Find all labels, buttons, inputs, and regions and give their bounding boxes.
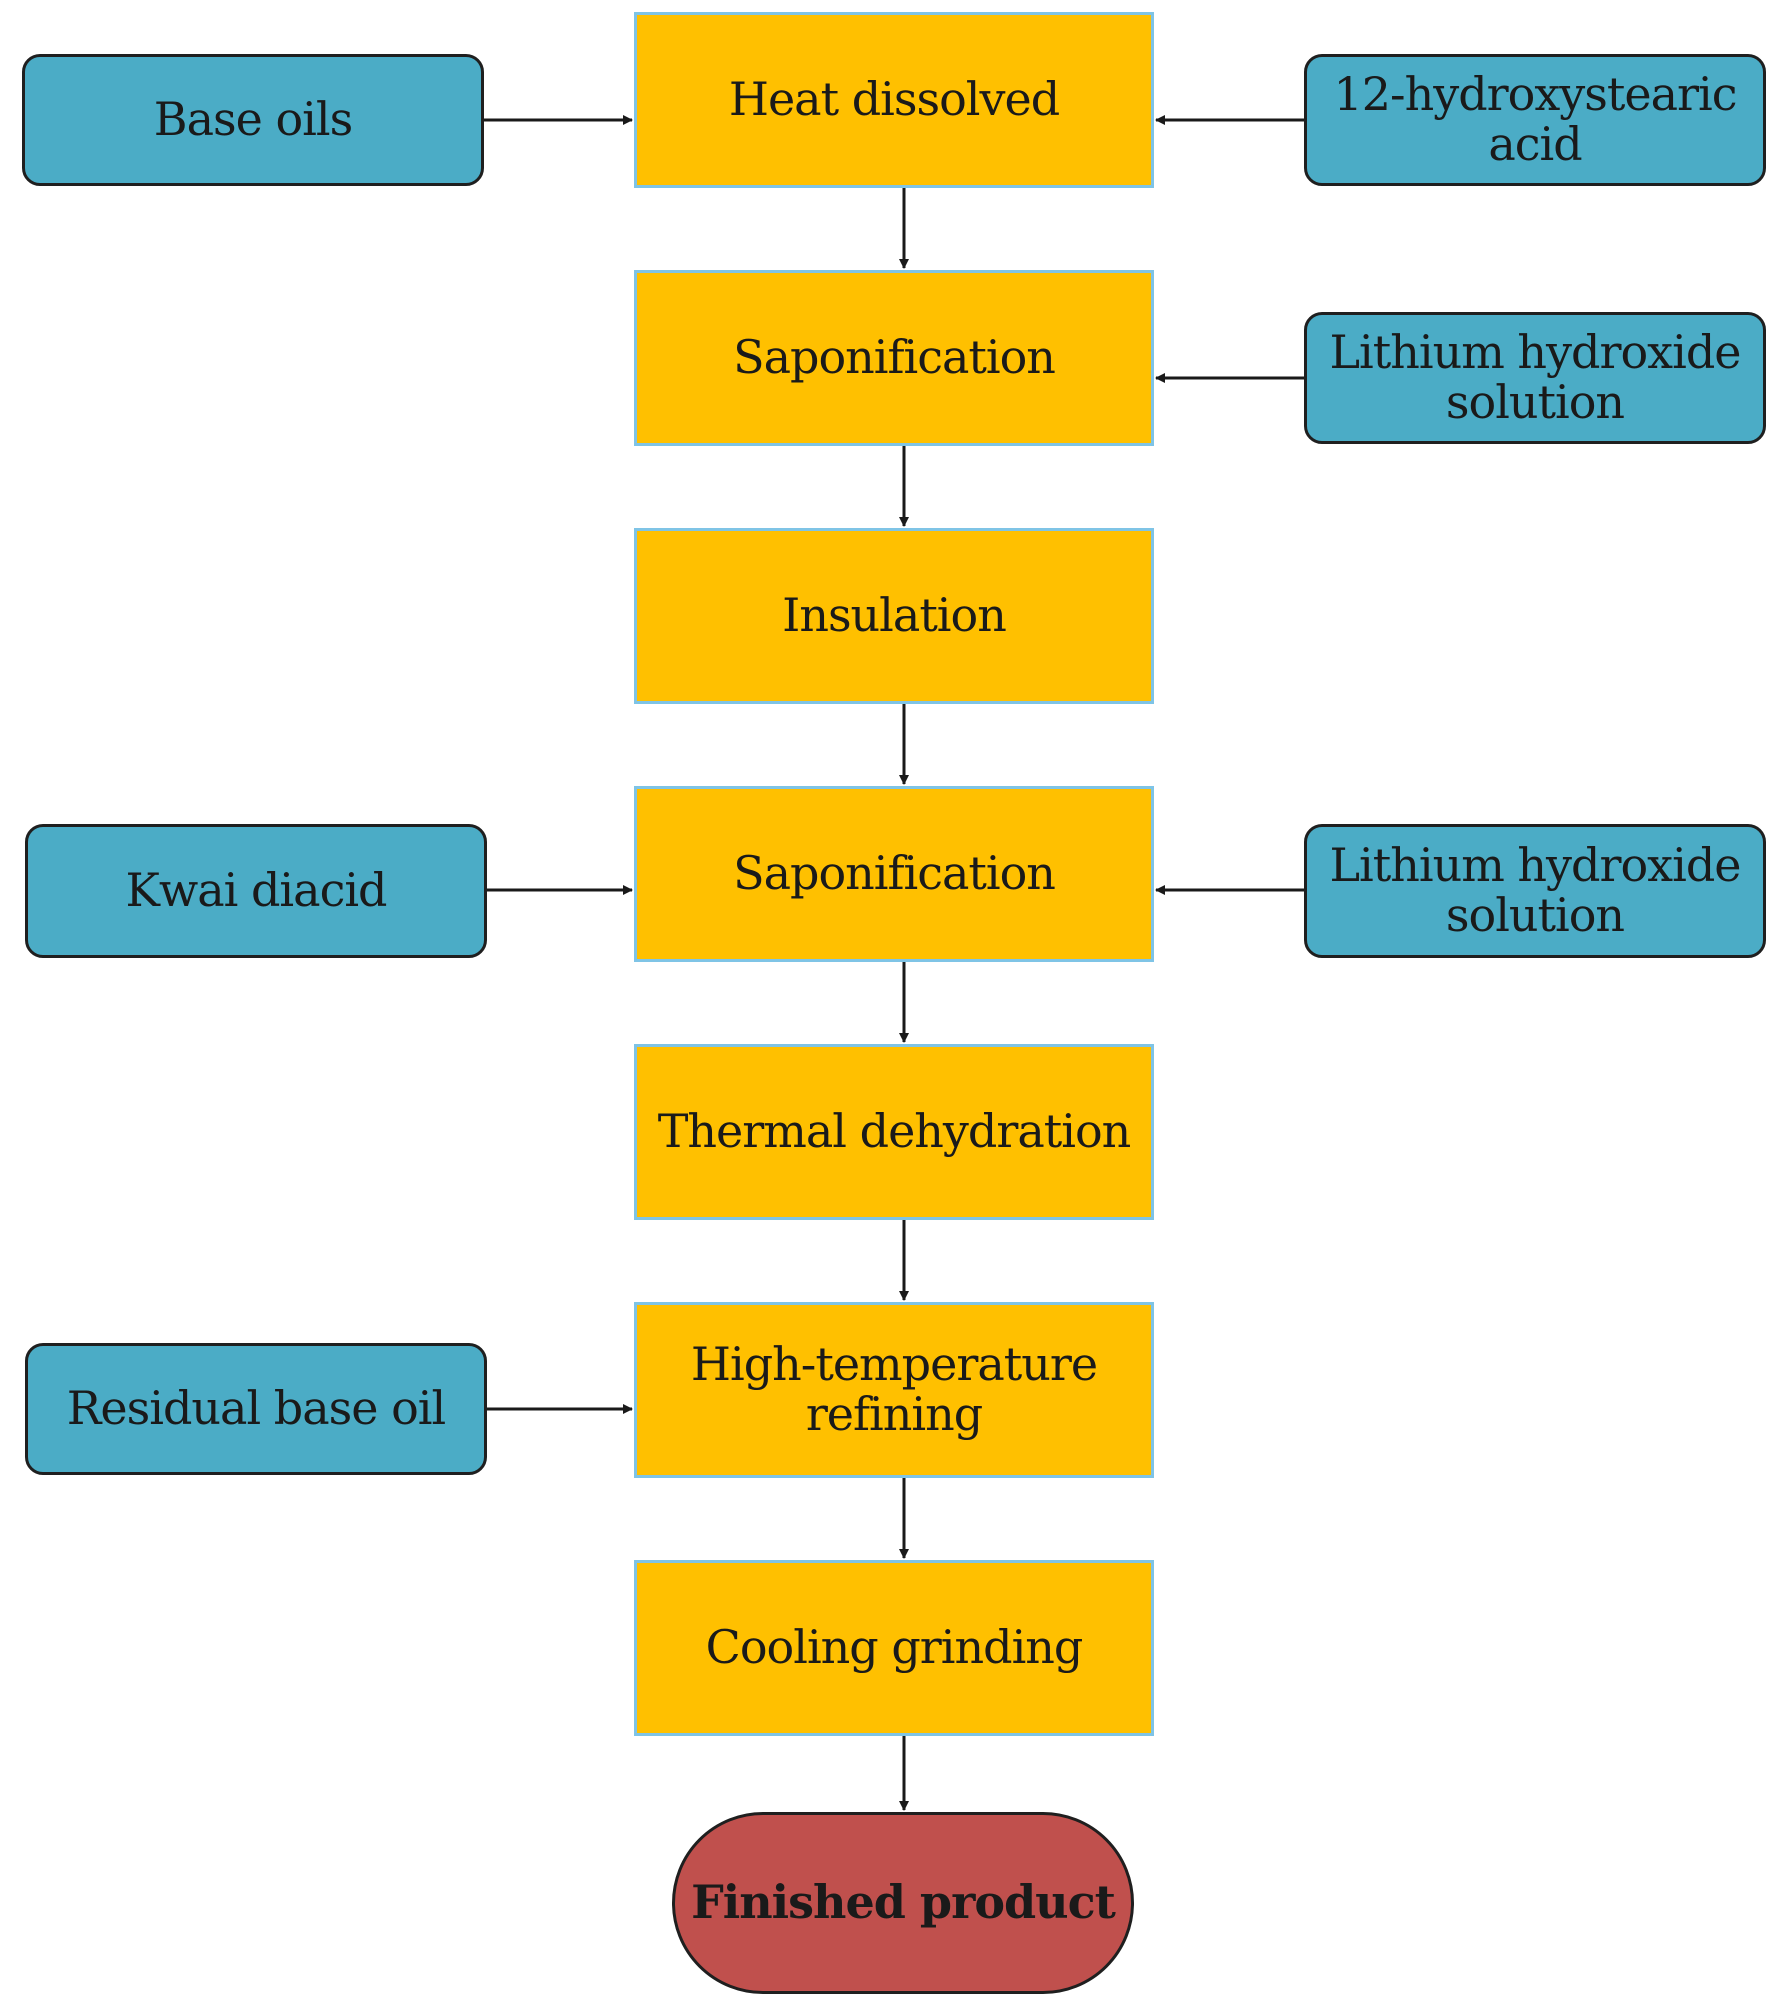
- terminal-finished-product: Finished product: [672, 1812, 1134, 1994]
- step-saponification-1: Saponification: [634, 270, 1154, 446]
- input-12-hydroxystearic-acid: 12-hydroxystearic acid: [1304, 54, 1766, 186]
- input-kwai-diacid-label: Kwai diacid: [125, 863, 387, 918]
- input-residual-base-oil-label: Residual base oil: [66, 1381, 446, 1436]
- input-kwai-diacid: Kwai diacid: [25, 824, 487, 958]
- input-residual-base-oil: Residual base oil: [25, 1343, 487, 1475]
- input-lithium-hydroxide-1-label: Lithium hydroxide solution: [1329, 325, 1741, 429]
- step-saponification-2: Saponification: [634, 786, 1154, 962]
- step-heat-dissolved: Heat dissolved: [634, 12, 1154, 188]
- step-high-temperature-refining: High-temperature refining: [634, 1302, 1154, 1478]
- step-saponification-2-label: Saponification: [733, 846, 1056, 901]
- step-thermal-dehydration: Thermal dehydration: [634, 1044, 1154, 1220]
- input-12-hydroxystearic-acid-label: 12-hydroxystearic acid: [1333, 67, 1738, 171]
- terminal-finished-product-label: Finished product: [691, 1875, 1116, 1930]
- input-lithium-hydroxide-2-label: Lithium hydroxide solution: [1329, 838, 1741, 942]
- input-lithium-hydroxide-2: Lithium hydroxide solution: [1304, 824, 1766, 958]
- input-base-oils-label: Base oils: [153, 92, 353, 147]
- input-base-oils: Base oils: [22, 54, 484, 186]
- step-heat-dissolved-label: Heat dissolved: [728, 72, 1060, 127]
- step-insulation: Insulation: [634, 528, 1154, 704]
- step-saponification-1-label: Saponification: [733, 330, 1056, 385]
- step-high-temperature-refining-label: High-temperature refining: [690, 1337, 1098, 1441]
- input-lithium-hydroxide-1: Lithium hydroxide solution: [1304, 312, 1766, 444]
- step-cooling-grinding: Cooling grinding: [634, 1560, 1154, 1736]
- step-cooling-grinding-label: Cooling grinding: [705, 1620, 1084, 1675]
- step-insulation-label: Insulation: [782, 588, 1007, 643]
- step-thermal-dehydration-label: Thermal dehydration: [657, 1104, 1132, 1159]
